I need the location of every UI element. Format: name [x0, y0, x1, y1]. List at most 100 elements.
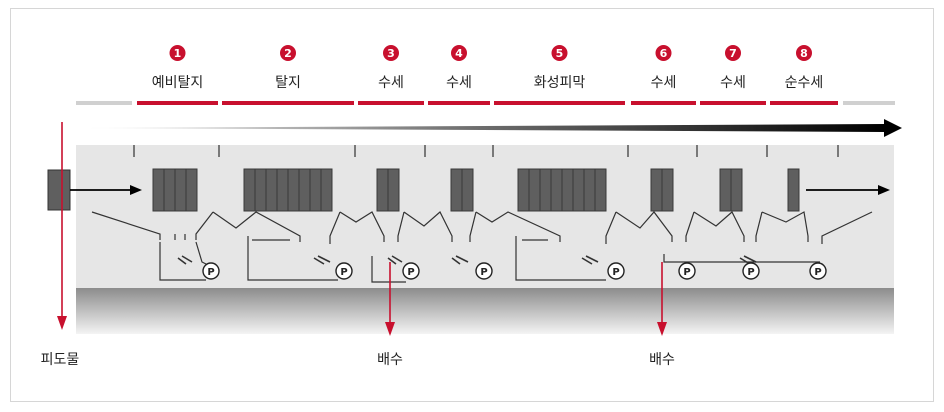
tank-cell: [787, 168, 800, 212]
stage-4: 4 수세: [428, 45, 490, 105]
tank-cell: [243, 168, 256, 212]
spray-tank-5: [517, 168, 607, 212]
partition-ticks: [133, 145, 839, 157]
tank-cell: [719, 168, 732, 212]
pump-icon: P: [742, 262, 760, 280]
tank-cell: [185, 168, 198, 212]
conveyor-direction-bar: [80, 124, 885, 132]
stage-number: 6: [660, 47, 668, 60]
stage-label: 수세: [378, 75, 404, 91]
tank-cell: [174, 168, 187, 212]
spray-tank-8: [787, 168, 800, 212]
feed-tank: [47, 169, 71, 211]
spray-tank-1: [152, 168, 198, 212]
stage-6: 6 수세: [631, 45, 696, 105]
exit-arrow-icon: [878, 185, 890, 195]
stage-7: 7수세: [700, 45, 766, 105]
stage-number-badge: [451, 45, 467, 61]
stage-label: 수세: [651, 75, 677, 91]
stage-bar: [358, 101, 424, 105]
stage-bar: [137, 101, 218, 105]
tank-cell: [550, 168, 563, 212]
header-rule-right: [843, 101, 895, 105]
stage-bar: [494, 101, 625, 105]
stage-1: 1 예비탈지: [137, 45, 218, 105]
stage-5: 5 화성피막: [494, 45, 625, 105]
pump-label: P: [747, 267, 754, 278]
stage-bar: [631, 101, 696, 105]
drain1-label: 배수: [377, 352, 403, 368]
tank-cell: [517, 168, 530, 212]
feed-arrow-icon: [130, 185, 142, 195]
tank-cell: [450, 168, 463, 212]
tank-cell: [528, 168, 541, 212]
tank-cell: [287, 168, 300, 212]
tank-cell: [376, 168, 389, 212]
stage-number-badge: [280, 45, 296, 61]
spray-tanks: [152, 168, 800, 212]
tank-cell: [387, 168, 400, 212]
stage-2: 2 탈지: [222, 45, 354, 105]
stage-number-badge: [551, 45, 568, 61]
tank-cell: [572, 168, 585, 212]
pump-label: P: [683, 267, 690, 278]
stage-number-badge: [169, 45, 186, 61]
tank-cell: [276, 168, 289, 212]
stage-bar: [428, 101, 490, 105]
stage-number: 2: [284, 47, 292, 60]
process-base: [76, 288, 894, 334]
tank-cell: [309, 168, 322, 212]
spray-tank-2: [243, 168, 333, 212]
spray-tank-3: [376, 168, 400, 212]
tank-cell: [730, 168, 743, 212]
stage-bar: [700, 101, 766, 105]
stage-label: 화성피막: [534, 75, 586, 91]
tank-cell: [298, 168, 311, 212]
tank-cell: [650, 168, 663, 212]
spray-tank-7: [719, 168, 743, 212]
spray-tank-4: [450, 168, 474, 212]
tank-cell: [583, 168, 596, 212]
pump-icon: P: [475, 262, 493, 280]
pump-label: P: [480, 267, 487, 278]
pump-label: P: [340, 267, 347, 278]
pump-icon: P: [809, 262, 827, 280]
pump-label: P: [207, 267, 214, 278]
header-rule-left: [76, 101, 132, 105]
piping: [91, 211, 873, 283]
tank-cell: [320, 168, 333, 212]
stage-number-badge: [655, 45, 672, 61]
stage-number: 4: [455, 47, 463, 60]
tank-cell: [461, 168, 474, 212]
stage-label: 수세: [720, 75, 746, 91]
feed-label: 피도물: [41, 352, 80, 368]
pump-label: P: [612, 267, 619, 278]
stage-label: 수세: [446, 75, 472, 91]
tank-cell: [254, 168, 267, 212]
stage-bar: [222, 101, 354, 105]
drain2-label: 배수: [649, 352, 675, 368]
tank-cell: [265, 168, 278, 212]
pump-label: P: [814, 267, 821, 278]
stage-label: 예비탈지: [152, 75, 204, 91]
pump-label: P: [407, 267, 414, 278]
pump-icon: P: [607, 262, 625, 280]
tank-cell: [152, 168, 165, 212]
stage-number-badge: [725, 45, 741, 61]
stage-number: 1: [174, 47, 182, 60]
stage-number-badge: [796, 45, 812, 61]
drain1-arrow-icon: [385, 322, 395, 336]
stage-3: 3 수세: [358, 45, 424, 105]
spray-tank-6: [650, 168, 674, 212]
pump-icon: P: [335, 262, 353, 280]
stage-number: 3: [387, 47, 395, 60]
feed-outflow-arrow-icon: [57, 316, 67, 330]
stage-label: 순수세: [785, 75, 824, 91]
tank-cell: [594, 168, 607, 212]
conveyor-arrow-icon: [884, 119, 902, 137]
stage-number: 8: [800, 47, 808, 60]
pump-icon: P: [678, 262, 696, 280]
tank-cell: [163, 168, 176, 212]
stage-label: 탈지: [275, 75, 301, 91]
stage-number: 5: [556, 47, 564, 60]
